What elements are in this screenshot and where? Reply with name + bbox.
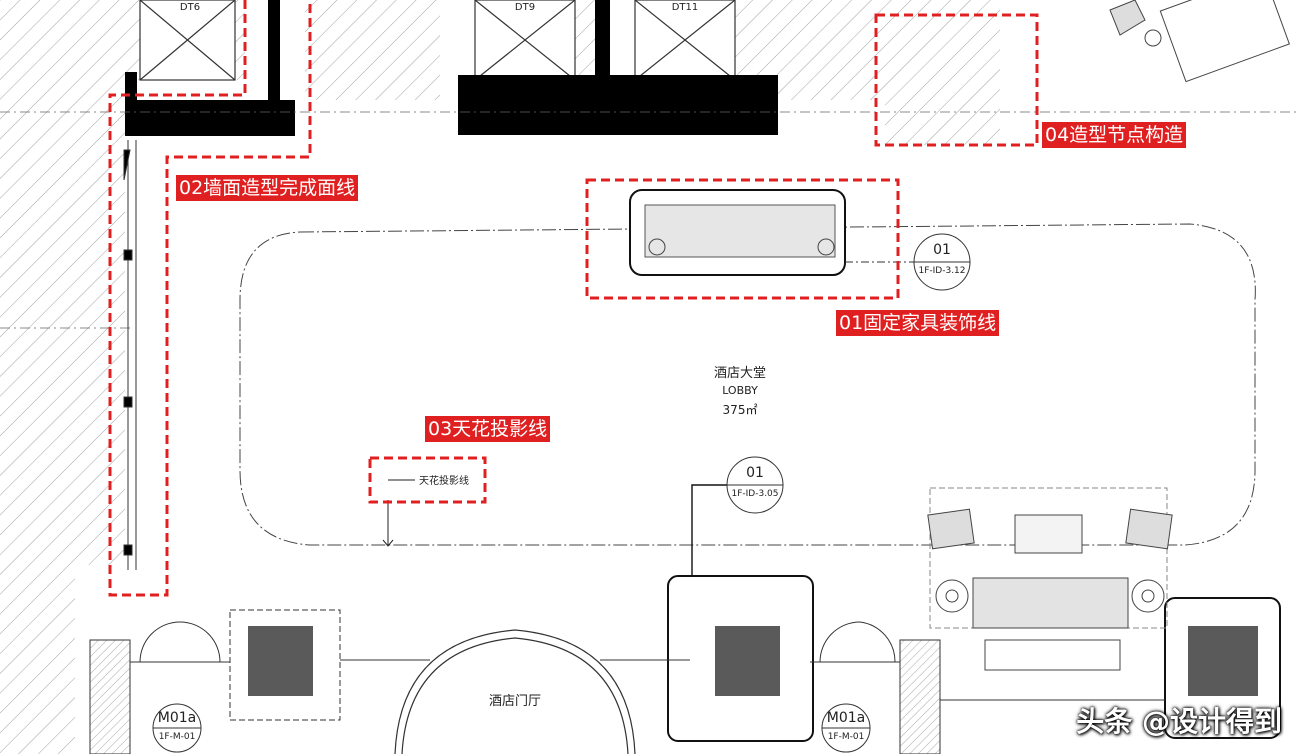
grid-axis-lines — [0, 111, 1300, 329]
detail-tag-a-ref: 1F-ID-3.12 — [918, 266, 966, 276]
label-detail-construction: 04造型节点构造 — [1042, 122, 1187, 148]
detail-tag-b-num: 01 — [746, 465, 764, 481]
door-tag-b-ref: 1F-M-01 — [827, 732, 865, 742]
door-tag-b-num: M01a — [826, 710, 866, 726]
label-fixed-furniture-trim: 01固定家具装饰线 — [836, 310, 1000, 336]
detail-tag-a-num: 01 — [933, 242, 951, 258]
room-area: 375㎡ — [722, 403, 758, 417]
ceiling-projection-outline — [239, 223, 1256, 546]
elevator-shafts — [139, 0, 736, 81]
hatched-structure — [0, 0, 1000, 754]
detail-tag-b-ref: 1F-ID-3.05 — [731, 489, 779, 499]
ceiling-note-leader — [382, 479, 415, 547]
ceiling-note: 天花投影线 — [419, 476, 469, 487]
solid-walls — [125, 0, 778, 136]
elevator-tag-2: DT9 — [514, 2, 536, 13]
detail-tag-3-12 — [913, 233, 971, 291]
columns — [229, 575, 1281, 742]
vestibule-arch — [394, 629, 636, 754]
elevator-tag-3: DT11 — [671, 2, 699, 13]
entrance-door-lines — [130, 621, 1165, 701]
top-right-furniture — [1109, 0, 1290, 83]
watermark-text: 头条 @设计得到 — [1076, 705, 1282, 738]
highlight-boxes — [108, 0, 1039, 597]
left-wall-finish — [123, 140, 137, 570]
door-tags — [152, 703, 871, 753]
elevator-tag-1: DT6 — [179, 2, 201, 13]
label-ceiling-projection: 03天花投影线 — [425, 416, 551, 442]
door-tag-a-ref: 1F-M-01 — [158, 732, 196, 742]
detail-tag-3-05 — [691, 456, 784, 575]
door-tag-a-num: M01a — [157, 710, 197, 726]
label-wall-finish-line: 02墙面造型完成面线 — [176, 175, 359, 201]
lounge-seating — [927, 487, 1173, 671]
reception-desk — [629, 189, 915, 276]
room-name-cn: 酒店大堂 — [713, 366, 766, 381]
room-name-en: LOBBY — [722, 384, 758, 397]
vestibule-name: 酒店门厅 — [488, 694, 541, 709]
